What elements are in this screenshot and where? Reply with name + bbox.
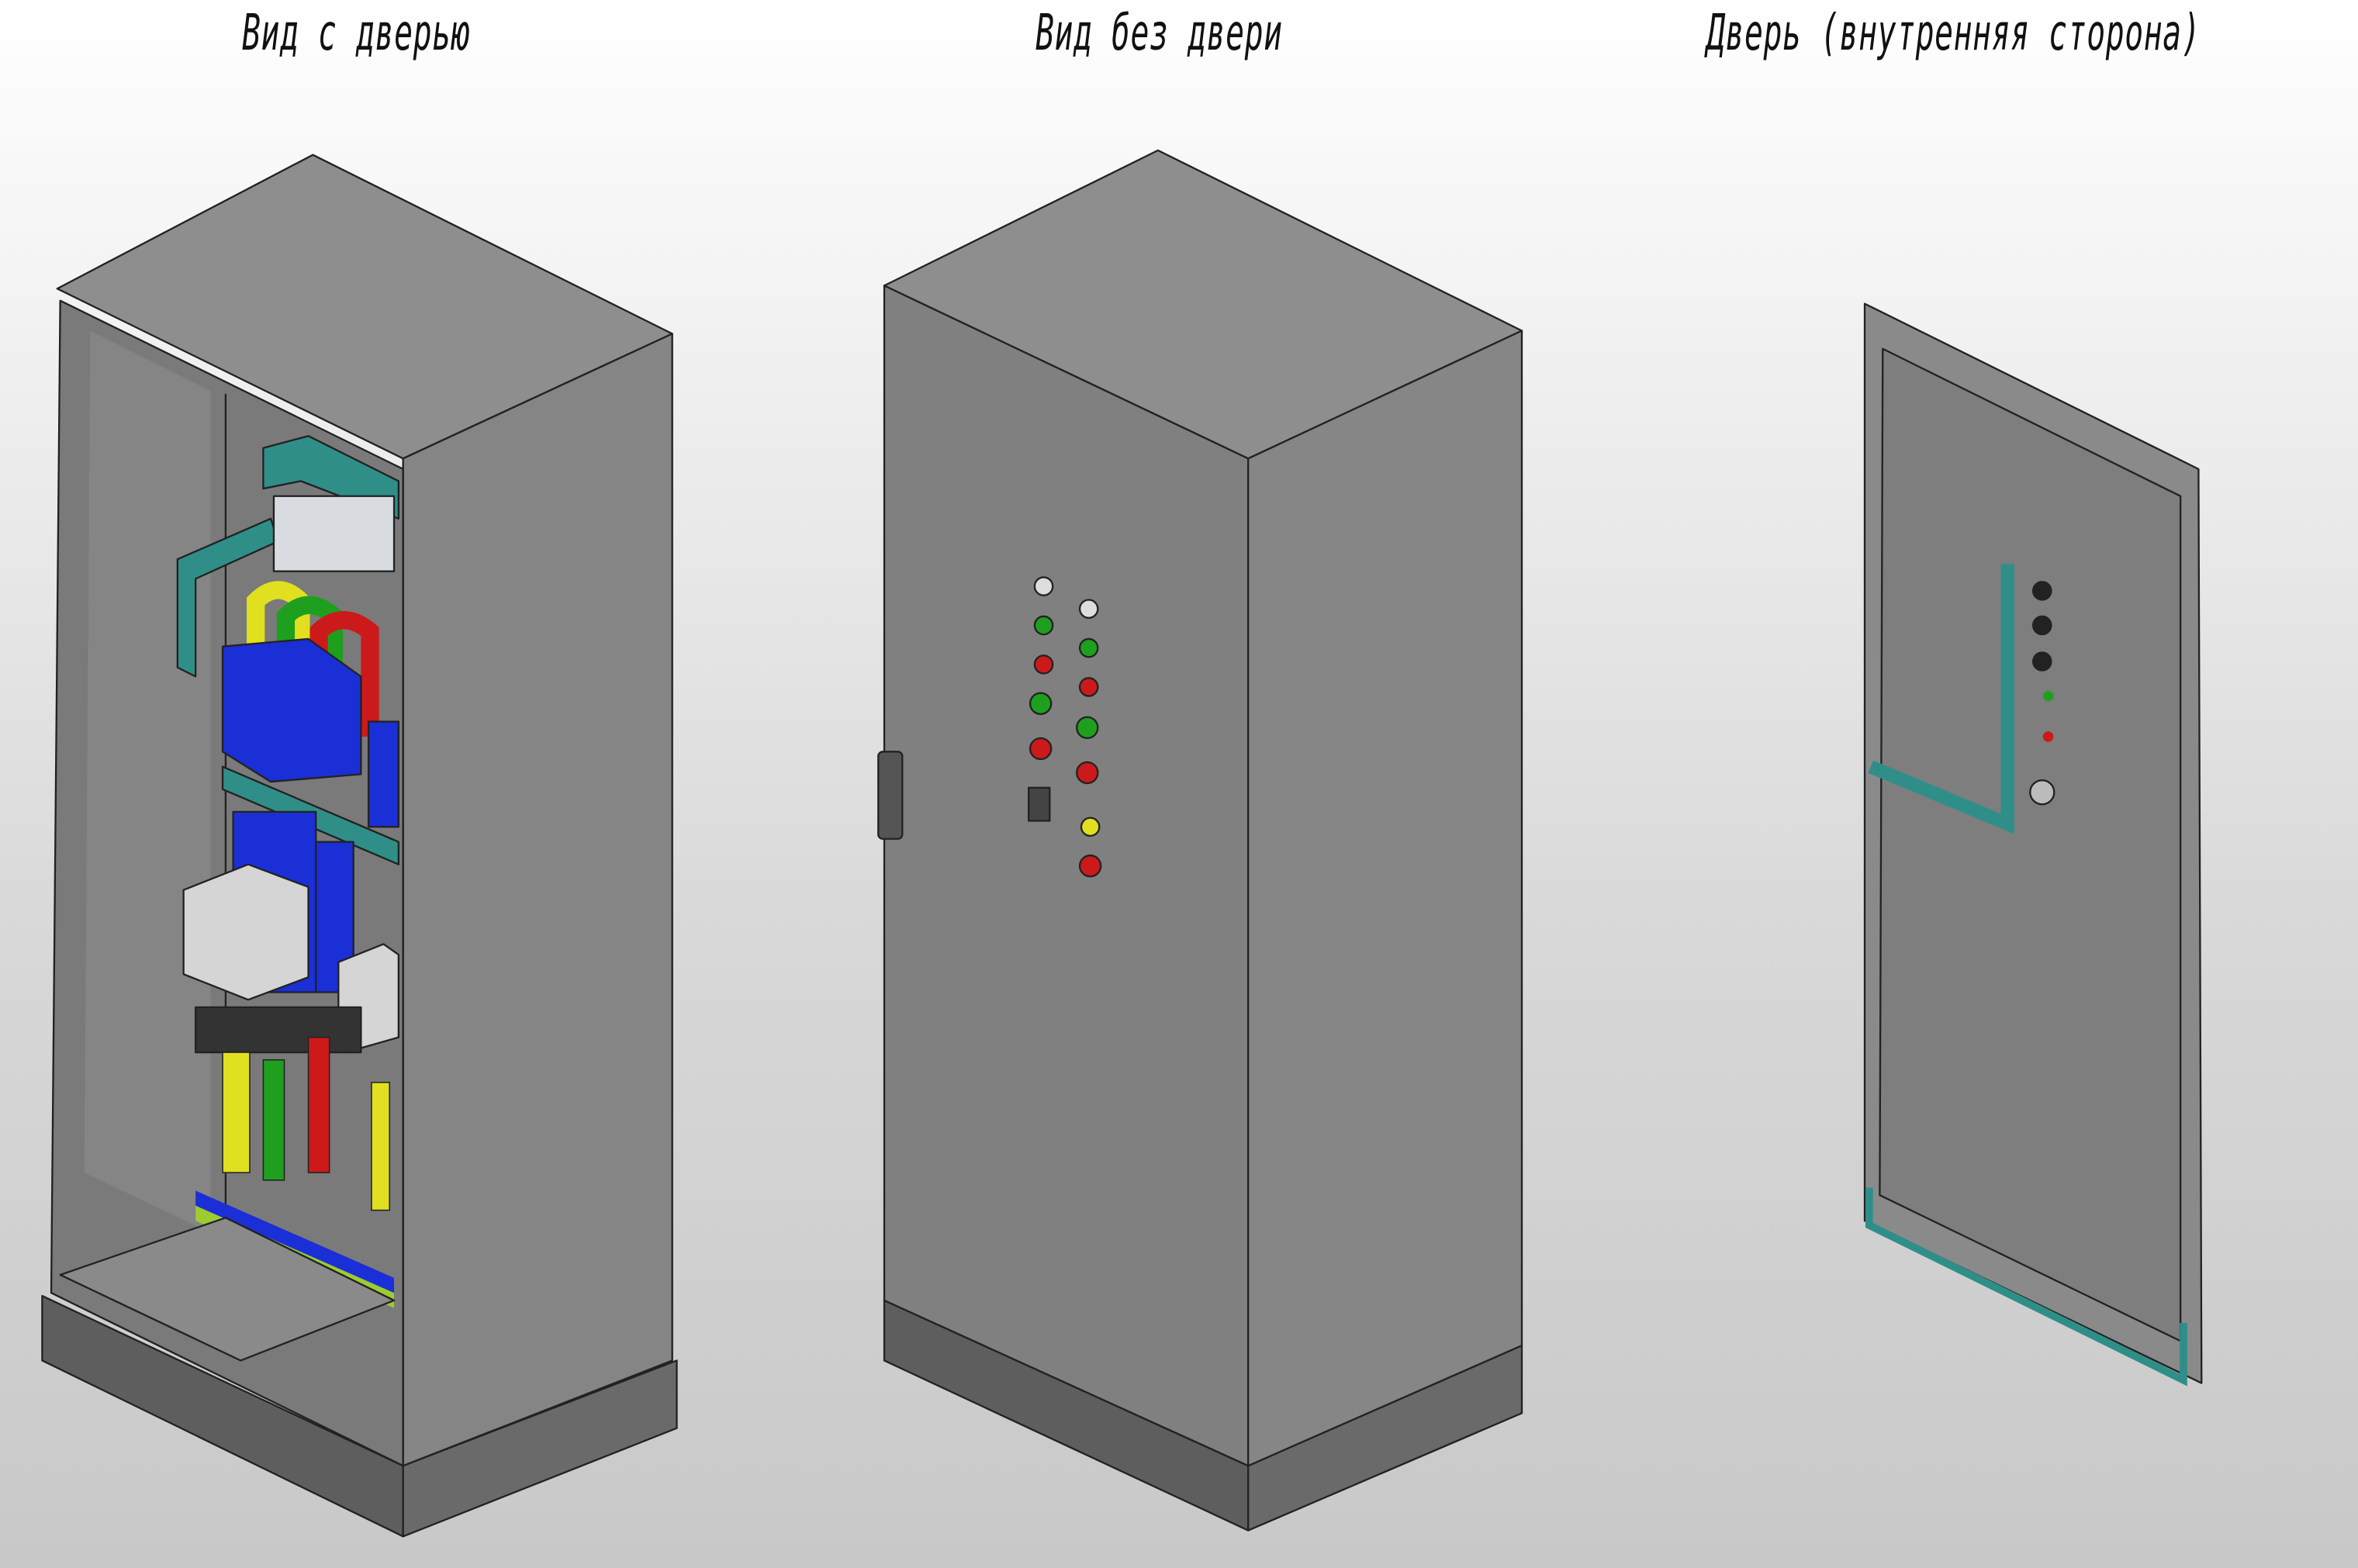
selector-switch[interactable] bbox=[1027, 786, 1051, 822]
indicator-yellow[interactable] bbox=[1080, 817, 1101, 838]
ground-bar-blue bbox=[195, 1190, 395, 1293]
busbar-yellow-lower bbox=[222, 1052, 251, 1173]
title-door-inner: Дверь (внутренняя сторона) bbox=[1706, 5, 2201, 62]
door-inner-side bbox=[1863, 302, 2203, 1387]
door-seal bbox=[1865, 1187, 2187, 1387]
interior-rear-panel bbox=[84, 330, 211, 1233]
door-handle[interactable] bbox=[877, 751, 904, 840]
indicator-rear-green bbox=[2042, 690, 2054, 702]
plinth-side bbox=[402, 1359, 678, 1538]
cabinet-door-front bbox=[883, 285, 1250, 1467]
switch-blue-right bbox=[367, 720, 400, 828]
button-green[interactable] bbox=[1029, 692, 1053, 716]
busbar-red-lower bbox=[307, 1036, 330, 1173]
busbar-red bbox=[309, 611, 379, 737]
door-wire-duct bbox=[1868, 563, 2014, 834]
button-green[interactable] bbox=[1076, 716, 1099, 740]
button-red[interactable] bbox=[1078, 854, 1102, 878]
cabinet-closed bbox=[877, 149, 1523, 1532]
component-rear bbox=[2031, 651, 2052, 672]
busbar-green-lower bbox=[262, 1059, 285, 1181]
indicator-white[interactable] bbox=[1033, 576, 1054, 596]
indicator-red[interactable] bbox=[1078, 677, 1099, 697]
terminal-black bbox=[194, 1006, 362, 1054]
cabinet-floor bbox=[59, 1217, 396, 1362]
selector-rear bbox=[2029, 779, 2055, 806]
door-panel bbox=[1879, 347, 2182, 1342]
indicator-buttons bbox=[1027, 576, 1102, 878]
title-with-door: Вид с дверью bbox=[242, 5, 471, 62]
relay-box bbox=[182, 863, 309, 1001]
indicator-rear-red bbox=[2042, 731, 2054, 742]
component-rear bbox=[2031, 615, 2052, 636]
button-red[interactable] bbox=[1029, 737, 1053, 761]
indicator-white[interactable] bbox=[1078, 599, 1099, 619]
mounting-bracket-teal bbox=[176, 517, 279, 678]
indicator-green[interactable] bbox=[1078, 637, 1099, 658]
breaker-module bbox=[272, 495, 396, 572]
button-red[interactable] bbox=[1076, 761, 1099, 785]
busbar-yellow-lower-2 bbox=[371, 1082, 390, 1211]
cabinet-side-panel bbox=[402, 333, 673, 1467]
component-rear bbox=[2031, 581, 2052, 601]
indicator-green[interactable] bbox=[1033, 615, 1054, 636]
title-without-door: Вид без двери bbox=[1036, 5, 1283, 62]
cabinet-side-panel bbox=[1247, 330, 1523, 1467]
switch-blue bbox=[221, 637, 362, 783]
cabinet-open bbox=[41, 154, 678, 1538]
indicator-red[interactable] bbox=[1033, 654, 1054, 675]
